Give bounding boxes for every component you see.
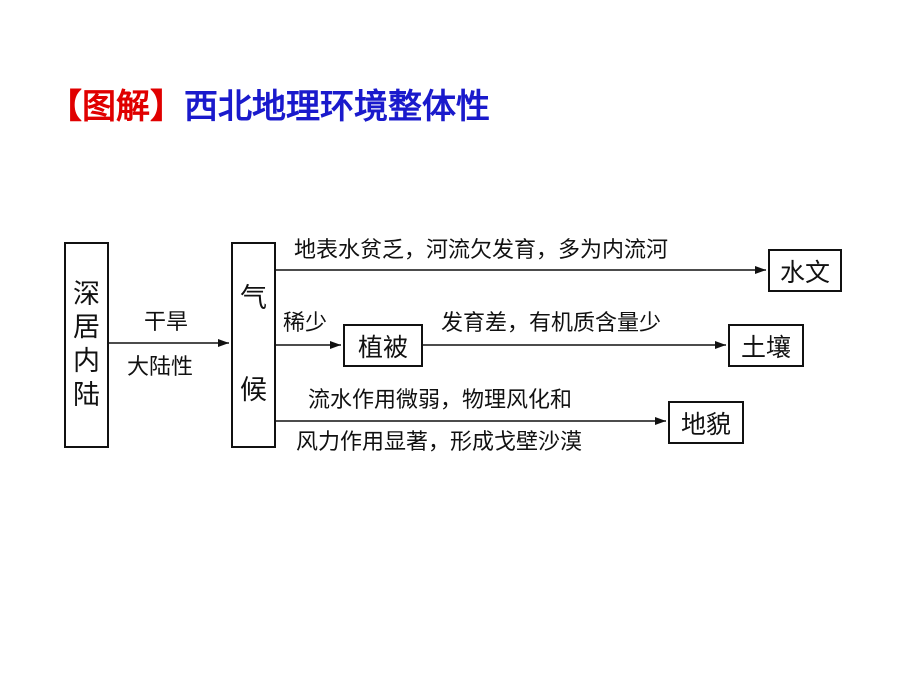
title-text: 西北地理环境整体性: [184, 87, 490, 127]
label-source-above: 干旱: [144, 310, 189, 335]
landform-box: 地貌: [668, 401, 744, 444]
label-to-soil: 发育差，有机质含量少: [441, 311, 662, 336]
title-tag: 图解: [82, 87, 150, 127]
page-title: 【图解】西北地理环境整体性: [48, 90, 490, 124]
title-bracket-open: 【: [48, 87, 82, 127]
label-to-vegetation: 稀少: [283, 311, 328, 336]
hydrology-box: 水文: [768, 249, 842, 292]
climate-box-text: 气候: [239, 283, 267, 406]
vegetation-box: 植被: [343, 324, 423, 367]
source-box: 深居内陆: [64, 242, 109, 448]
title-bracket-close: 】: [150, 87, 184, 127]
label-to-landform-line1: 流水作用微弱，物理风化和: [308, 388, 573, 413]
label-to-hydrology: 地表水贫乏，河流欠发育，多为内流河: [294, 238, 669, 263]
climate-box: 气候: [231, 242, 276, 448]
source-box-text: 深居内陆: [72, 278, 100, 411]
label-source-below: 大陆性: [127, 355, 194, 380]
label-to-landform-line2: 风力作用显著，形成戈壁沙漠: [296, 430, 583, 455]
soil-box: 土壤: [728, 324, 804, 367]
